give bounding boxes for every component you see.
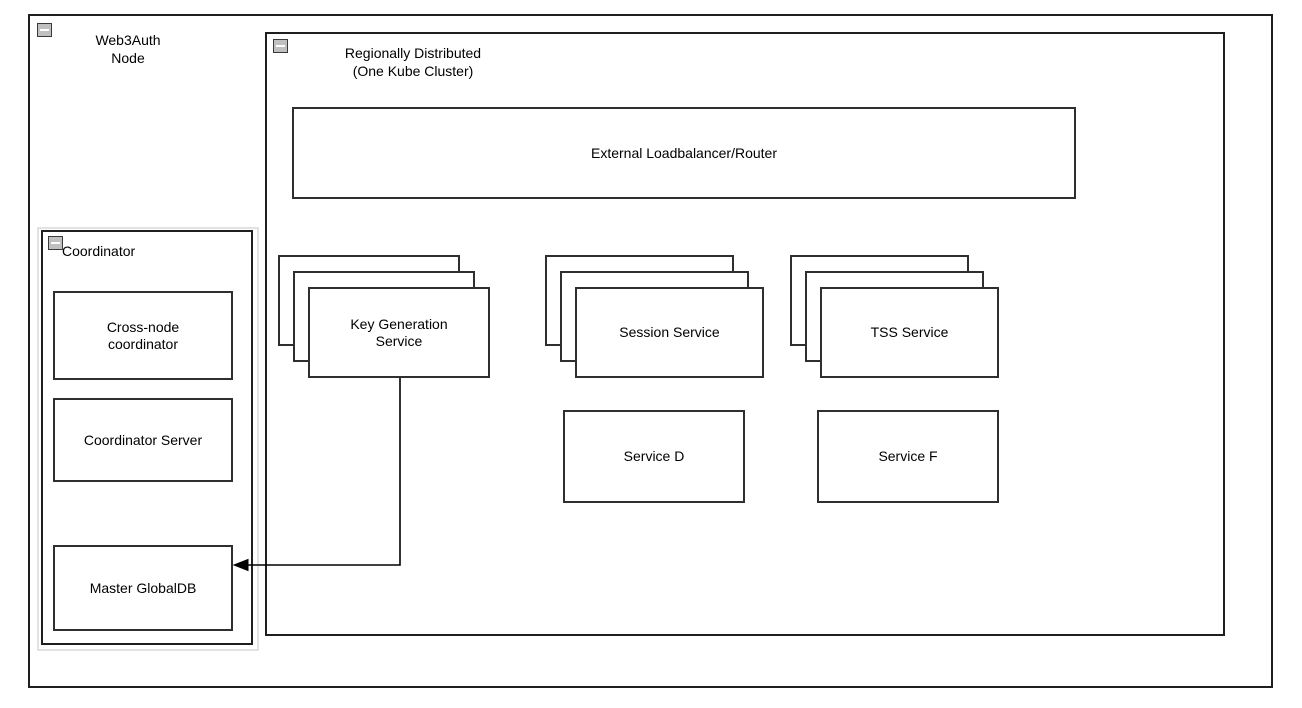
tss-service-stack[interactable]: TSS Service: [790, 255, 999, 378]
service-f-box[interactable]: Service F: [817, 410, 999, 503]
service-d-box[interactable]: Service D: [563, 410, 745, 503]
coordinator-server-box[interactable]: Coordinator Server: [53, 398, 233, 482]
stack-card-front[interactable]: [820, 287, 999, 378]
stack-card-front[interactable]: [575, 287, 764, 378]
container-title-web3auth-node: Web3Auth Node: [95, 32, 161, 66]
stack-card-front[interactable]: [308, 287, 490, 378]
collapse-minus-icon-kube-cluster[interactable]: [273, 39, 288, 53]
stack-label: Session Service: [619, 324, 720, 340]
cross-node-coordinator-box[interactable]: Cross-node coordinator: [53, 291, 233, 380]
master-globaldb-box[interactable]: Master GlobalDB: [53, 545, 233, 631]
key-generation-service-stack[interactable]: Key Generation Service: [278, 255, 490, 378]
container-title-coordinator: Coordinator: [62, 243, 136, 259]
stack-label: TSS Service: [870, 324, 949, 340]
collapse-minus-icon-web3auth-node[interactable]: [37, 23, 52, 37]
container-title-kube-cluster: Regionally Distributed (One Kube Cluster…: [344, 45, 482, 79]
collapse-minus-icon-coordinator[interactable]: [48, 236, 63, 250]
external-loadbalancer-router-box[interactable]: External Loadbalancer/Router: [292, 107, 1076, 199]
session-service-stack[interactable]: Session Service: [545, 255, 764, 378]
stack-label: Key Generation Service: [350, 315, 448, 349]
